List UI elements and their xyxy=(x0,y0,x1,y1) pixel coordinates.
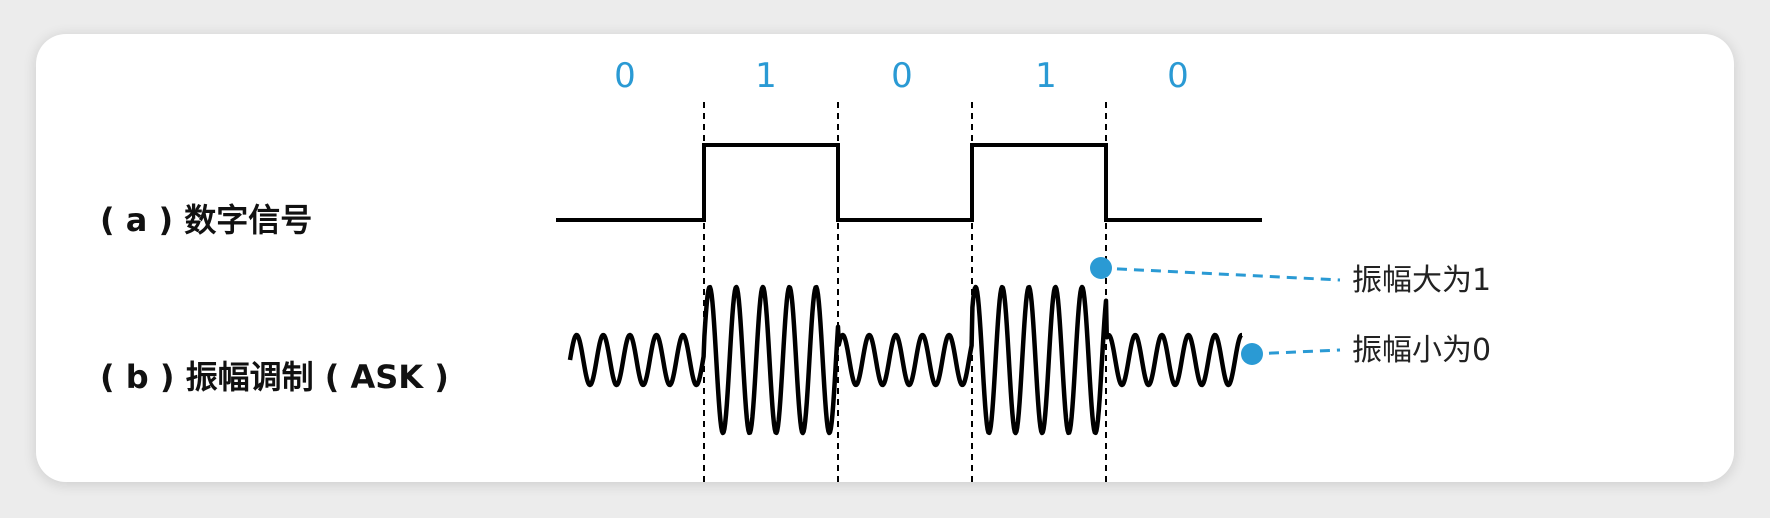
ask-label: ( b ) 振幅调制 ( ASK ) xyxy=(100,358,449,396)
annotation-low-dot xyxy=(1241,343,1263,365)
bit-label: 0 xyxy=(614,56,636,96)
bit-label: 0 xyxy=(1167,56,1189,96)
bit-label: 0 xyxy=(891,56,913,96)
annotation-high-text: 振幅大为1 xyxy=(1352,263,1491,298)
ask-modulated-wave xyxy=(567,284,1244,436)
annotation-high: 振幅大为1 xyxy=(1090,257,1491,298)
bit-label: 1 xyxy=(1035,56,1057,96)
annotation-high-dot xyxy=(1090,257,1112,279)
annotation-low: 振幅小为0 xyxy=(1241,333,1491,368)
diagram-card xyxy=(36,34,1734,482)
annotation-high-leader xyxy=(1099,266,1341,282)
bit-labels: 0 1 0 1 0 xyxy=(614,56,1189,96)
annotation-low-text: 振幅小为0 xyxy=(1352,333,1491,368)
bit-label: 1 xyxy=(755,56,777,96)
annotation-low-leader xyxy=(1251,348,1341,356)
digital-signal-wave xyxy=(556,143,1262,222)
digital-signal-label: ( a ) 数字信号 xyxy=(100,201,312,239)
